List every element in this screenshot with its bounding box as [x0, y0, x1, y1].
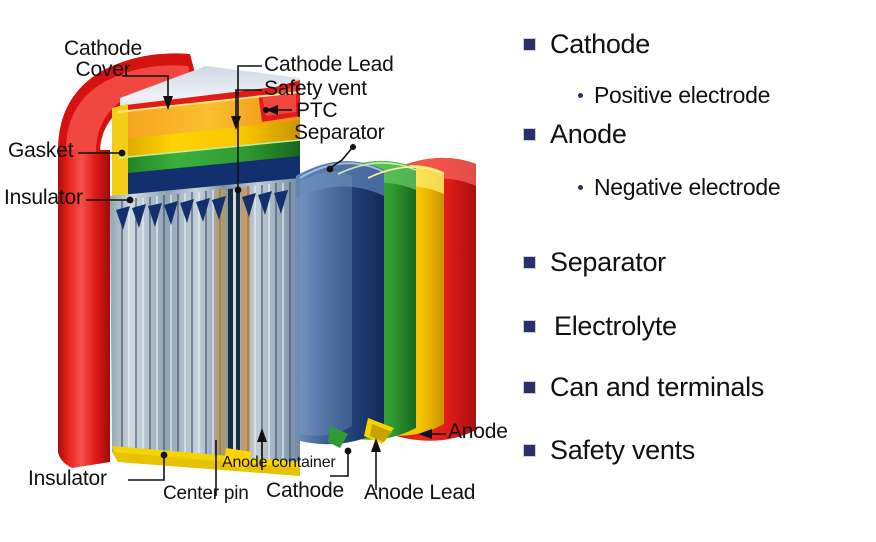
bullet-item-separator[interactable]: Separator	[523, 249, 666, 276]
callout-safety-vent: Safety vent	[264, 77, 367, 100]
bullet-square-icon	[523, 381, 536, 394]
bullet-label: Cathode	[550, 29, 650, 59]
callout-cathode-bottom: Cathode	[266, 479, 344, 502]
bullet-item-anode[interactable]: Anode	[523, 121, 627, 148]
callout-cathode-cover: Cathode Cover	[48, 38, 158, 81]
callout-gasket: Gasket	[8, 139, 74, 162]
bullet-square-icon	[523, 444, 536, 457]
bullet-item-can-and-terminals[interactable]: Can and terminals	[523, 374, 764, 401]
bullet-square-icon	[523, 320, 536, 333]
subbullet-label: Positive electrode	[594, 82, 771, 108]
component-bullet-list: Cathode Positive electrode Anode Negativ…	[515, 0, 876, 542]
bullet-label: Electrolyte	[554, 311, 677, 341]
subbullet-item-negative-electrode[interactable]: Negative electrode	[578, 174, 781, 200]
jelly-roll-stack	[110, 178, 300, 476]
subbullet-item-positive-electrode[interactable]: Positive electrode	[578, 84, 770, 107]
bullet-dot-icon	[578, 93, 583, 98]
callout-leaders	[78, 65, 446, 496]
bullet-item-safety-vents[interactable]: Safety vents	[523, 437, 695, 464]
bullet-dot-icon	[578, 185, 583, 190]
bullet-square-icon	[523, 256, 536, 269]
callout-cathode-cover-line2: Cover	[75, 58, 131, 82]
callout-anode: Anode	[448, 420, 508, 443]
unrolled-electrode-sheets	[296, 157, 476, 448]
bullet-label: Can and terminals	[550, 372, 765, 402]
callout-separator: Separator	[294, 121, 385, 144]
callout-anode-lead: Anode Lead	[364, 481, 476, 504]
bullet-square-icon	[523, 38, 536, 51]
callout-center-pin: Center pin	[163, 483, 249, 504]
callout-insulator-top: Insulator	[4, 186, 83, 209]
callout-anode-container: Anode container	[222, 454, 336, 471]
callout-insulator-bottom: Insulator	[28, 467, 107, 490]
bullet-label: Safety vents	[550, 435, 695, 465]
bullet-item-electrolyte[interactable]: Electrolyte	[523, 313, 677, 340]
bullet-item-cathode[interactable]: Cathode	[523, 31, 650, 58]
callout-ptc: PTC	[296, 99, 338, 122]
subbullet-label: Negative electrode	[594, 174, 781, 200]
callout-cathode-cover-line1: Cathode	[64, 37, 142, 60]
bullet-label: Separator	[550, 247, 666, 277]
battery-illustration	[58, 53, 476, 496]
callout-cathode-lead: Cathode Lead	[264, 53, 394, 76]
bullet-square-icon	[523, 128, 536, 141]
bullet-label: Anode	[550, 119, 627, 149]
battery-cutaway-diagram: Cathode Cover Cathode Lead Safety vent P…	[4, 38, 508, 504]
